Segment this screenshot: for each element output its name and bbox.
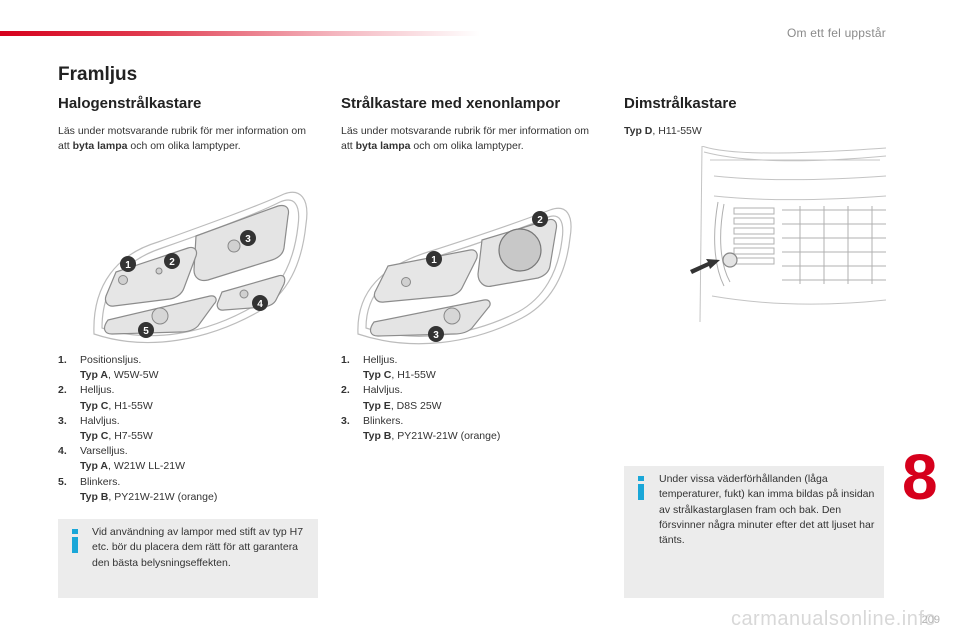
halogen-headlamp-illustration: 1 2 3 4 5	[93, 191, 308, 344]
halogen-marker-1: 1	[125, 260, 131, 271]
info-icon	[637, 476, 645, 500]
xenon-intro: Läs under motsvarande rubrik för mer inf…	[341, 125, 590, 152]
page-number: 209	[921, 614, 940, 626]
fog-info-text: Under vissa väderförhållanden (låga temp…	[659, 473, 875, 547]
fog-heading: Dimstrålkastare	[624, 95, 737, 112]
list-item: 4.Varselljus.	[58, 445, 128, 458]
list-item-spec: Typ C, H7-55W	[80, 430, 153, 443]
xenon-marker-2: 2	[537, 215, 543, 226]
halogen-heading: Halogenstrålkastare	[58, 95, 202, 112]
list-item: 3.Halvljus.	[58, 414, 120, 427]
list-item-spec: Typ E, D8S 25W	[363, 399, 442, 412]
list-item-spec: Typ C, H1-55W	[80, 399, 153, 412]
page-title: Framljus	[58, 64, 138, 85]
halogen-info-text: Vid användning av lampor med stift av ty…	[92, 526, 304, 569]
xenon-marker-1: 1	[431, 255, 437, 266]
halogen-marker-5: 5	[143, 326, 149, 337]
halogen-markers: 1 2 3 4 5	[120, 230, 268, 338]
list-item: 3.Blinkers.	[341, 414, 404, 427]
list-item: 5.Blinkers.	[58, 475, 121, 488]
list-item: 2.Helljus.	[58, 384, 115, 397]
xenon-markers: 1 2 3	[426, 211, 548, 342]
chapter-number: 8	[902, 441, 938, 513]
section-label: Om ett fel uppstår	[787, 26, 886, 40]
list-item: 2.Halvljus.	[341, 384, 403, 397]
halogen-marker-2: 2	[169, 257, 175, 268]
list-item-spec: Typ A, W21W LL-21W	[80, 460, 186, 473]
xenon-headlamp-illustration: 1 2 3	[357, 207, 572, 345]
fog-info-note: Under vissa väderförhållanden (låga temp…	[624, 466, 884, 598]
xenon-section: Strålkastare med xenonlampor Läs under m…	[341, 95, 591, 154]
header-accent-bar	[0, 31, 480, 36]
list-item-spec: Typ B, PY21W-21W (orange)	[80, 490, 218, 503]
halogen-bulb-list: 1.Positionsljus. Typ A, W5W-5W 2.Helljus…	[58, 353, 308, 505]
watermark: carmanualsonline.info	[730, 608, 936, 630]
halogen-intro: Läs under motsvarande rubrik för mer inf…	[58, 125, 307, 152]
list-item-spec: Typ C, H1-55W	[363, 369, 436, 382]
xenon-bulb-list: 1.Helljus. Typ C, H1-55W 2.Halvljus. Typ…	[341, 353, 591, 444]
fog-spec: Typ D, H11-55W	[624, 125, 702, 137]
xenon-heading: Strålkastare med xenonlampor	[341, 95, 561, 112]
halogen-marker-3: 3	[245, 234, 251, 245]
fog-section: Dimstrålkastare Typ D, H11-55W	[624, 95, 874, 139]
xenon-marker-3: 3	[433, 330, 439, 341]
fog-lamp-illustration	[690, 146, 886, 322]
list-item: 1.Helljus.	[341, 354, 398, 366]
list-item-spec: Typ B, PY21W-21W (orange)	[363, 430, 501, 443]
list-item-spec: Typ A, W5W-5W	[80, 369, 159, 382]
halogen-section: Halogenstrålkastare Läs under motsvarand…	[58, 95, 308, 154]
halogen-info-note: Vid användning av lampor med stift av ty…	[58, 519, 318, 598]
halogen-marker-4: 4	[257, 299, 263, 310]
info-icon	[71, 529, 79, 553]
list-item: 1.Positionsljus.	[58, 354, 142, 366]
